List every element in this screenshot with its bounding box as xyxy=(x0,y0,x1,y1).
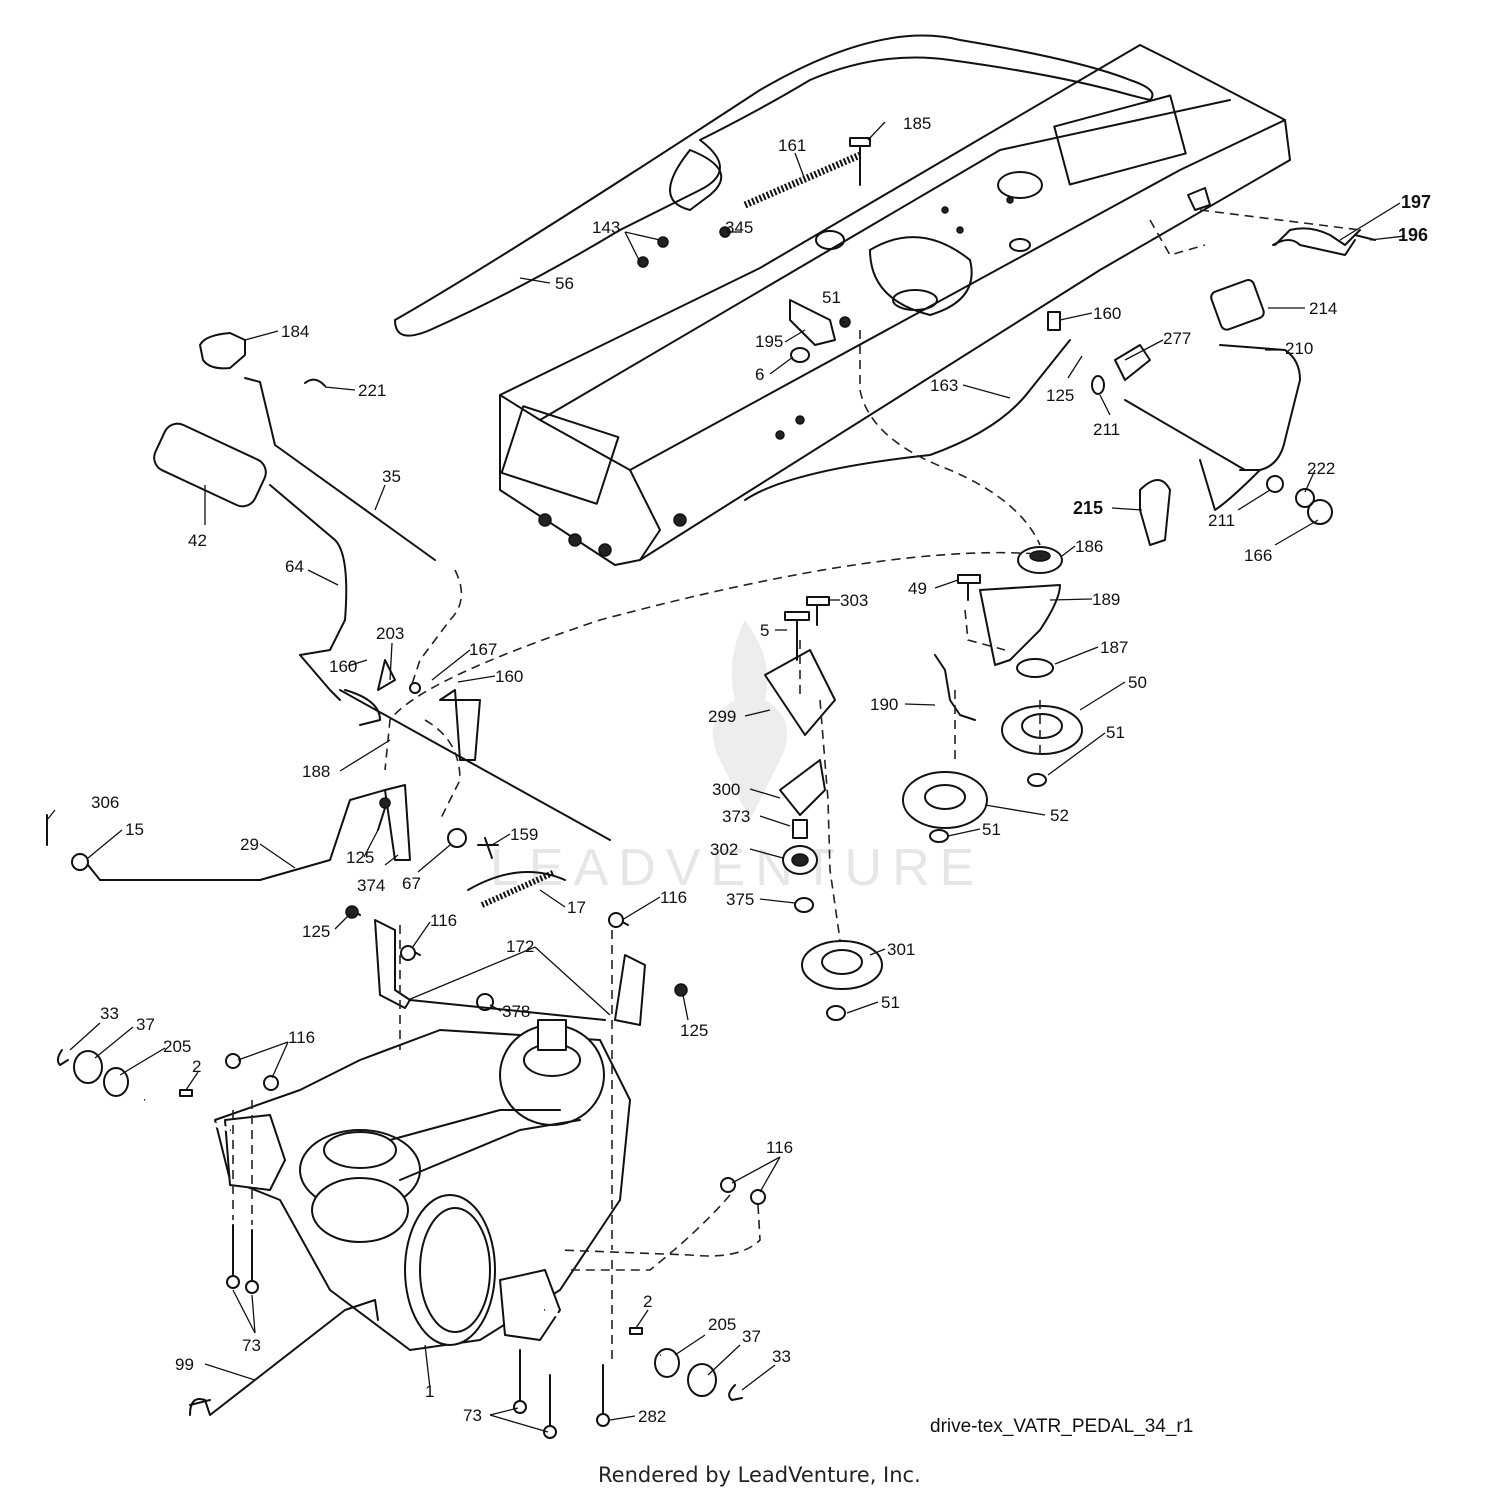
callout-210: 210 xyxy=(1285,339,1313,358)
callout-50: 50 xyxy=(1128,673,1147,692)
callout-160-c: 160 xyxy=(1093,304,1121,323)
callout-125-d: 125 xyxy=(680,1021,708,1040)
transaxle xyxy=(144,1019,661,1357)
callout-29: 29 xyxy=(240,835,259,854)
callout-205-b: 205 xyxy=(708,1315,736,1334)
callout-2-b: 2 xyxy=(643,1292,652,1311)
callout-373: 373 xyxy=(722,807,750,826)
callout-125-b: 125 xyxy=(346,848,374,867)
callout-73-b: 73 xyxy=(463,1406,482,1425)
callout-184: 184 xyxy=(281,322,309,341)
callout-345: 345 xyxy=(725,218,753,237)
callout-51-a: 51 xyxy=(822,288,841,307)
callout-375: 375 xyxy=(726,890,754,909)
callout-299: 299 xyxy=(708,707,736,726)
drive-belt xyxy=(394,34,1154,337)
callout-125-a: 125 xyxy=(1046,386,1074,405)
drawing-id: drive-tex_VATR_PEDAL_34_r1 xyxy=(930,1416,1193,1437)
callout-2-a: 2 xyxy=(192,1057,201,1076)
callout-374: 374 xyxy=(357,876,385,895)
callout-160-a: 160 xyxy=(329,657,357,676)
callout-5: 5 xyxy=(760,621,769,640)
frame-chassis xyxy=(499,44,1291,566)
callout-167: 167 xyxy=(469,640,497,659)
watermark-text: LEADVENTURE xyxy=(490,839,984,897)
callout-197: 197 xyxy=(1401,192,1431,212)
callout-143: 143 xyxy=(592,218,620,237)
callout-56: 56 xyxy=(555,274,574,293)
callout-301: 301 xyxy=(887,940,915,959)
callout-116-c: 116 xyxy=(288,1028,315,1047)
callout-211-a: 211 xyxy=(1093,420,1120,439)
callout-73-a: 73 xyxy=(242,1336,261,1355)
callout-221: 221 xyxy=(358,381,386,400)
callout-1: 1 xyxy=(425,1382,434,1401)
callout-195: 195 xyxy=(755,332,783,351)
callout-163: 163 xyxy=(930,376,958,395)
callout-172: 172 xyxy=(506,937,534,956)
callout-214: 214 xyxy=(1309,299,1337,318)
callout-51-c: 51 xyxy=(982,820,1001,839)
callout-64: 64 xyxy=(285,557,304,576)
callout-161: 161 xyxy=(778,136,806,155)
callout-189: 189 xyxy=(1092,590,1120,609)
callout-35: 35 xyxy=(382,467,401,486)
callout-159: 159 xyxy=(510,825,538,844)
callout-37-b: 37 xyxy=(742,1327,761,1346)
callout-52: 52 xyxy=(1050,806,1069,825)
callout-116-b: 116 xyxy=(660,888,687,907)
callout-203: 203 xyxy=(376,624,404,643)
callout-33-a: 33 xyxy=(100,1004,119,1023)
callout-116-a: 116 xyxy=(430,911,457,930)
callout-51-b: 51 xyxy=(1106,723,1125,742)
callout-378: 378 xyxy=(502,1002,530,1021)
callout-15: 15 xyxy=(125,820,144,839)
callout-306: 306 xyxy=(91,793,119,812)
callout-51-d: 51 xyxy=(881,993,900,1012)
callout-49: 49 xyxy=(908,579,927,598)
callout-205-a: 205 xyxy=(163,1037,191,1056)
callout-211-b: 211 xyxy=(1208,511,1235,530)
callout-300: 300 xyxy=(712,780,740,799)
render-credit: Rendered by LeadVenture, Inc. xyxy=(598,1463,921,1487)
callout-196: 196 xyxy=(1398,225,1428,245)
callout-190: 190 xyxy=(870,695,898,714)
callout-6: 6 xyxy=(755,365,764,384)
callout-labels: 185 161 345 143 56 51 195 6 184 221 35 4… xyxy=(91,114,1431,1426)
callout-37-a: 37 xyxy=(136,1015,155,1034)
callout-17: 17 xyxy=(567,898,586,917)
callout-42: 42 xyxy=(188,531,207,550)
callout-185: 185 xyxy=(903,114,931,133)
callout-277: 277 xyxy=(1163,329,1191,348)
callout-303: 303 xyxy=(840,591,868,610)
callout-187: 187 xyxy=(1100,638,1128,657)
callout-160-b: 160 xyxy=(495,667,523,686)
callout-188: 188 xyxy=(302,762,330,781)
callout-282: 282 xyxy=(638,1407,666,1426)
watermark-logo: LEADVENTURE xyxy=(490,620,984,897)
callout-166: 166 xyxy=(1244,546,1272,565)
callout-215: 215 xyxy=(1073,498,1103,518)
callout-33-b: 33 xyxy=(772,1347,791,1366)
spring-161 xyxy=(743,151,862,209)
callout-116-d: 116 xyxy=(766,1138,793,1157)
callout-99: 99 xyxy=(175,1355,194,1374)
callout-67: 67 xyxy=(402,874,421,893)
callout-222: 222 xyxy=(1307,459,1335,478)
callout-302: 302 xyxy=(710,840,738,859)
callout-186: 186 xyxy=(1075,537,1103,556)
callout-125-c: 125 xyxy=(302,922,330,941)
